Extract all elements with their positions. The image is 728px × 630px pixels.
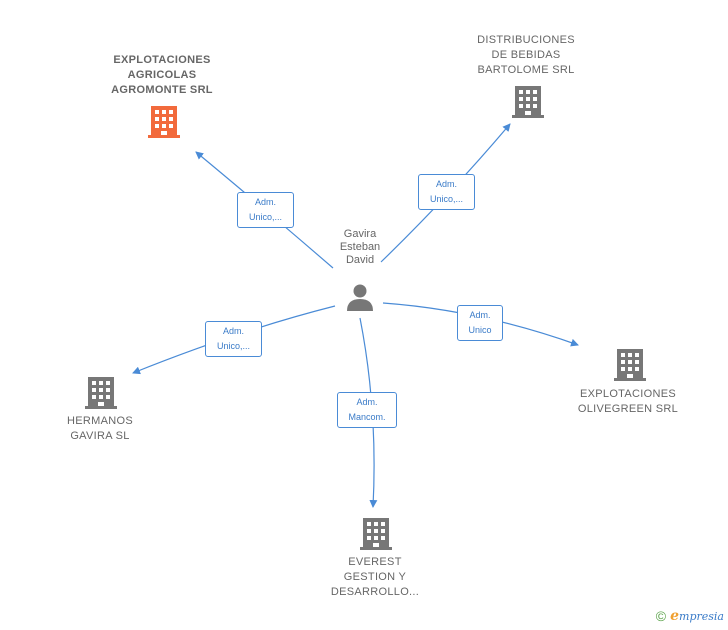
center-name-line: Gavira xyxy=(343,228,377,240)
node-label-line: AGRICOLAS xyxy=(127,69,197,81)
edge-label-line: Adm. xyxy=(356,397,378,407)
node-label-line: BARTOLOME SRL xyxy=(477,64,575,76)
center-name-line: David xyxy=(345,254,375,266)
node-label-line: OLIVEGREEN SRL xyxy=(577,403,679,415)
edge-label-line: Unico,... xyxy=(429,194,463,204)
edge-label-line: Unico xyxy=(468,325,492,335)
node-label-line: AGROMONTE SRL xyxy=(111,84,213,96)
brand-initial: e xyxy=(670,608,680,624)
node-label-line: HERMANOS xyxy=(67,415,133,427)
person-icon[interactable] xyxy=(345,282,375,312)
edge-label-line: Mancom. xyxy=(348,412,386,422)
edge-label-hermanos[interactable]: Adm. Unico,... xyxy=(205,321,262,357)
building-icon[interactable] xyxy=(614,347,646,381)
edge-label-line: Adm. xyxy=(435,179,457,189)
brand-name: mpresia xyxy=(679,610,724,623)
node-label-line: EXPLOTACIONES xyxy=(580,388,676,400)
node-label-line: DESARROLLO... xyxy=(330,586,420,598)
node-label-line: GAVIRA SL xyxy=(70,430,130,442)
edge-label-olivegreen[interactable]: Adm. Unico xyxy=(457,305,503,341)
node-label-line: DISTRIBUCIONES xyxy=(477,34,575,46)
building-icon[interactable] xyxy=(512,84,544,118)
edge-label-line: Adm. xyxy=(469,310,491,320)
edge-label-bartolome[interactable]: Adm. Unico,... xyxy=(418,174,475,210)
copyright-icon: © xyxy=(655,608,667,624)
brand-logo: empresia xyxy=(670,608,724,624)
node-label-agromonte[interactable]: EXPLOTACIONES AGRICOLAS AGROMONTE SRL xyxy=(92,53,232,98)
node-label-hermanos[interactable]: HERMANOS GAVIRA SL xyxy=(50,414,150,444)
node-label-olivegreen[interactable]: EXPLOTACIONES OLIVEGREEN SRL xyxy=(560,387,696,417)
center-person-name[interactable]: Gavira Esteban David xyxy=(320,228,400,267)
edge-label-line: Unico,... xyxy=(216,341,250,351)
building-icon[interactable] xyxy=(85,375,117,409)
node-label-bartolome[interactable]: DISTRIBUCIONES DE BEBIDAS BARTOLOME SRL xyxy=(456,33,596,78)
node-label-line: GESTION Y xyxy=(343,571,407,583)
node-label-line: EVEREST xyxy=(348,556,402,568)
edge-label-line: Unico,... xyxy=(248,212,282,222)
footer-brand[interactable]: © empresia xyxy=(656,608,724,624)
building-icon[interactable] xyxy=(148,104,180,138)
building-icon[interactable] xyxy=(360,516,392,550)
node-label-line: DE BEBIDAS xyxy=(491,49,561,61)
edge-label-line: Adm. xyxy=(222,326,244,336)
center-name-line: Esteban xyxy=(339,241,381,253)
node-label-everest[interactable]: EVEREST GESTION Y DESARROLLO... xyxy=(310,555,440,600)
edge-label-line: Adm. xyxy=(254,197,276,207)
edge-label-agromonte[interactable]: Adm. Unico,... xyxy=(237,192,294,228)
edge-label-everest[interactable]: Adm. Mancom. xyxy=(337,392,397,428)
node-label-line: EXPLOTACIONES xyxy=(113,54,211,66)
